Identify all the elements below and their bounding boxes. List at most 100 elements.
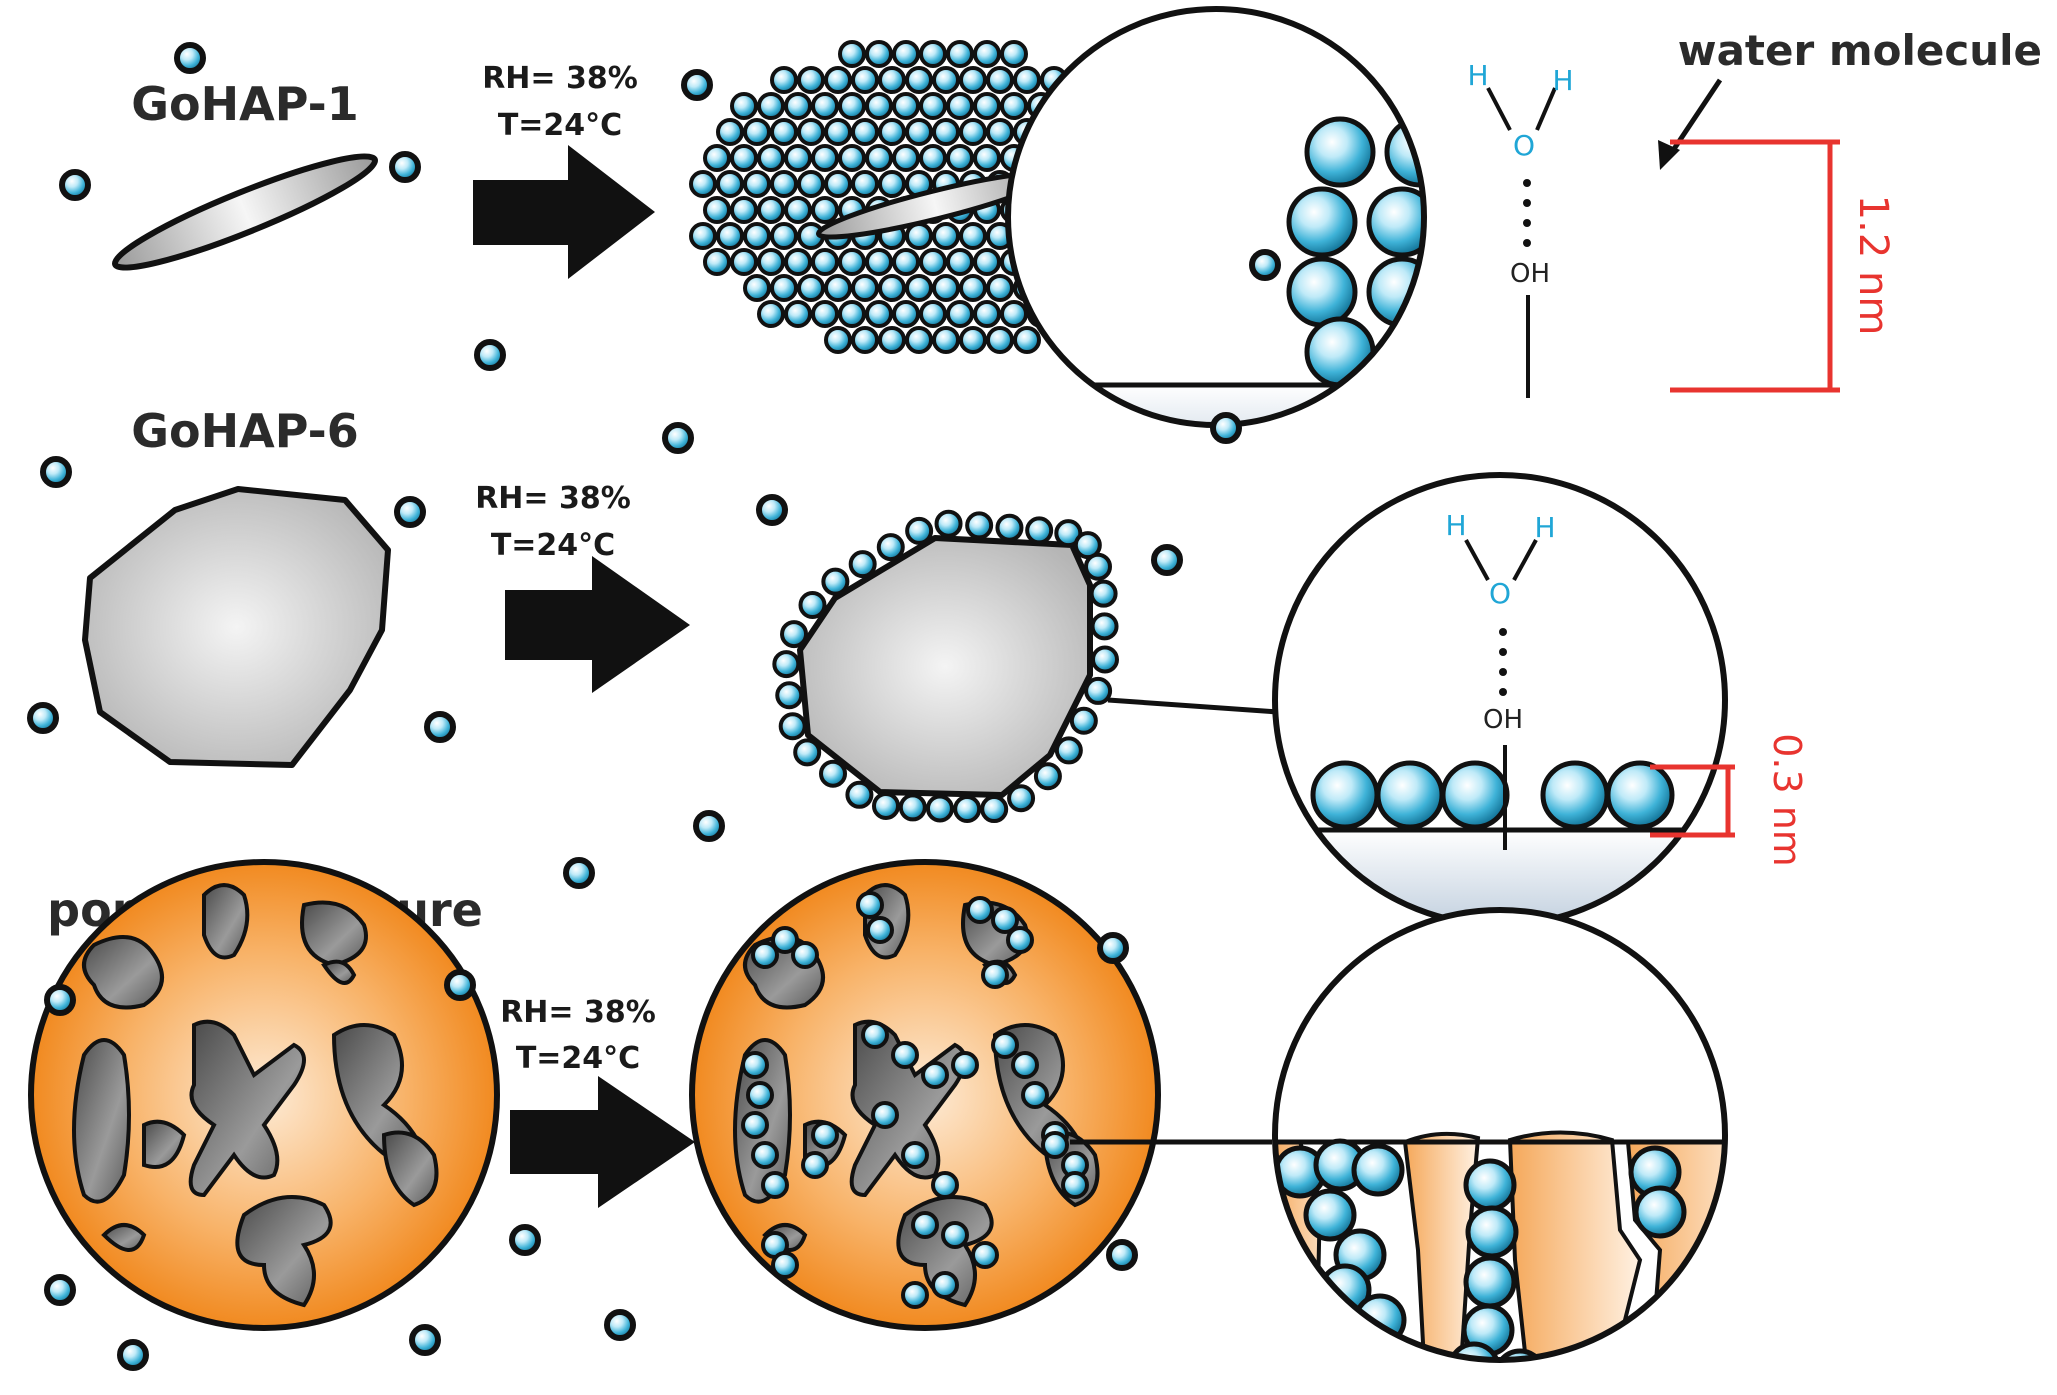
water-molecule-icon [981,961,1009,989]
water-molecule-icon [973,40,1001,68]
water-molecule-icon [798,591,827,620]
water-molecule-icon [838,92,866,120]
water-molecule-icon [1097,932,1129,964]
water-molecule-icon [743,118,771,146]
water-molecule-icon [919,300,947,328]
water-molecule-icon [811,248,839,276]
water-molecule-icon [966,896,994,924]
water-molecule-icon [1366,186,1424,258]
water-molecule-icon [1054,736,1083,765]
water-molecule-icon [934,509,963,538]
water-molecule-icon [905,118,933,146]
water-molecule-icon [1013,66,1041,94]
water-molecule-icon [604,1309,636,1341]
water-molecule-icon [819,759,848,788]
water-molecule-icon [946,92,974,120]
water-molecule-icon [1210,412,1242,444]
water-molecule-icon [986,66,1014,94]
water-molecule-icon [741,1111,769,1139]
water-molecule-icon [932,222,960,250]
water-molecule-icon [389,151,421,183]
water-molecule-icon [757,300,785,328]
water-molecule-icon [1672,205,1738,271]
water-molecule-icon [1463,1255,1517,1309]
water-molecule-icon [953,794,982,823]
water-molecule-icon [851,66,879,94]
water-molecule-icon [871,1101,899,1129]
water-molecule-icon [932,326,960,354]
row1-condition-rh: RH= 38% [482,61,638,96]
gohap6-particle [82,486,391,768]
water-molecule-icon [1249,249,1281,281]
water-molecule-icon [757,92,785,120]
water-molecule-icon [1069,706,1098,735]
water-molecule-icon [811,144,839,172]
water-molecule-icon [919,144,947,172]
water-molecule-icon [871,791,900,820]
water-molecule-icon [986,274,1014,302]
water-molecule-icon [931,1271,959,1299]
water-molecule-icon [901,1141,929,1169]
water-molecule-icon [856,891,884,919]
water-molecule-icon [1577,319,1643,385]
row3-condition-t: T=24°C [516,1041,640,1076]
water-molecule-icon [905,274,933,302]
row2-condition-rh: RH= 38% [475,481,631,516]
water-molecule-icon [973,92,1001,120]
water-molecule-icon [1006,926,1034,954]
gohap1-sheet [111,153,379,271]
water-molecule-icon [1090,612,1119,641]
water-molecule-icon [919,40,947,68]
water-molecule-icon [946,300,974,328]
water-molecule-icon [784,248,812,276]
water-molecule-icon [824,66,852,94]
water-molecule-icon [845,780,874,809]
water-molecule-callout: water molecule [1678,26,2042,75]
water-molecule-icon [959,66,987,94]
water-molecule-icon [784,92,812,120]
water-molecule-icon [703,196,731,224]
water-molecule-icon [780,620,809,649]
water-molecule-icon [941,1221,969,1249]
h-atom-left: H [1467,59,1488,92]
water-molecule-icon [811,196,839,224]
water-molecule-icon [1041,1131,1069,1159]
water-molecule-icon [811,1121,839,1149]
h-atom-right: H [1534,511,1555,544]
water-molecule-icon [40,456,72,488]
water-molecule-icon [824,326,852,354]
water-molecule-icon [444,969,476,1001]
water-molecule-icon [946,248,974,276]
water-molecule-icon [716,118,744,146]
water-molecule-icon [59,169,91,201]
water-molecule-icon [892,144,920,172]
row2-condition-t: T=24°C [491,528,615,563]
water-molecule-icon [932,66,960,94]
water-molecule-icon [1304,116,1376,188]
water-molecule-icon [1439,189,1505,255]
water-molecule-icon [1465,1205,1519,1259]
water-molecule-icon [1463,1158,1517,1212]
water-molecule-icon [959,222,987,250]
water-molecule-icon [770,170,798,198]
water-molecule-icon [959,118,987,146]
o-atom: O [1513,129,1535,162]
water-molecule-icon [1286,186,1358,258]
water-molecule-icon: H H O [1445,509,1556,696]
water-molecule-icon [44,1274,76,1306]
water-molecule-icon [770,274,798,302]
water-molecule-icon [861,1021,889,1049]
water-molecule-icon [838,248,866,276]
water-molecule-icon [965,511,994,540]
water-molecule-icon [1493,1348,1547,1360]
water-molecule-icon [756,494,788,526]
water-molecule-icon [851,326,879,354]
water-molecule-icon [761,1171,789,1199]
water-molecule-icon [117,1339,149,1371]
water-molecule-icon [1662,262,1728,328]
water-molecule-icon [1000,92,1028,120]
water-molecule-icon [1286,256,1358,328]
water-molecule-icon [865,248,893,276]
water-molecule-icon [797,66,825,94]
water-molecule-icon [925,794,954,823]
